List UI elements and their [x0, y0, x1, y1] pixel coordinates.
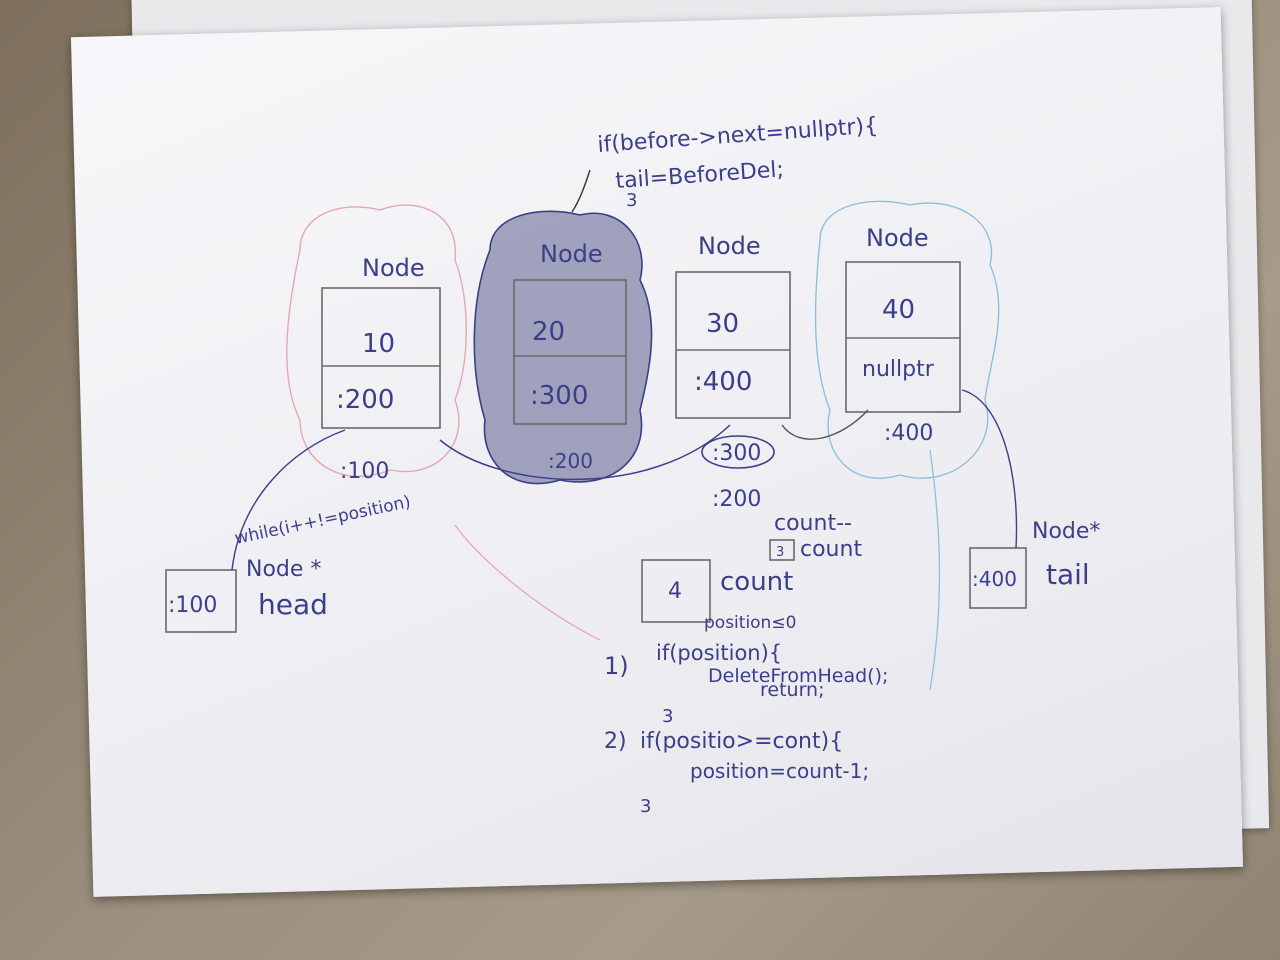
head-pointer-box	[165, 569, 237, 633]
node3-title: Node	[698, 232, 761, 260]
node4-box	[845, 261, 961, 413]
count-box	[641, 559, 711, 623]
node3-address: :300	[712, 441, 761, 466]
step1-close: 3	[662, 706, 673, 727]
node3-to-node4-arrow	[781, 409, 869, 440]
node1-address: :100	[340, 459, 389, 484]
count-small-box	[769, 539, 795, 561]
while-loop-note: while(i++!=position)	[233, 492, 413, 549]
node4-value: 40	[882, 295, 915, 325]
floating-address-200: :200	[712, 487, 761, 512]
top-note-arrow	[571, 169, 591, 213]
step1-return: return;	[760, 679, 825, 701]
blue-arrow	[929, 449, 941, 691]
head-type-label: Node *	[246, 557, 321, 582]
node4-next: nullptr	[862, 357, 935, 382]
node1-value: 10	[362, 329, 395, 359]
node1-next: :200	[336, 385, 394, 415]
step1-condition: position≤0	[704, 613, 796, 633]
node3-value: 30	[706, 309, 739, 339]
node3-next: :400	[694, 367, 752, 397]
count-box-value: 4	[668, 579, 682, 604]
head-box-value: :100	[168, 593, 217, 618]
bypass-arrow	[439, 424, 731, 481]
head-arrow	[231, 429, 346, 571]
node1-cloud	[286, 204, 467, 477]
head-name-label: head	[258, 588, 328, 621]
count-small-label: count	[800, 537, 862, 562]
step1-number: 1)	[604, 652, 629, 680]
node2-value: 20	[532, 317, 565, 347]
pink-arrow	[454, 524, 601, 641]
circled-300	[701, 435, 775, 469]
node3-box	[675, 271, 791, 419]
step2-if: if(positio>=cont){	[640, 729, 843, 754]
tail-type-label: Node*	[1032, 519, 1100, 544]
step1-if: if(position){	[656, 641, 782, 665]
node2-address: :200	[548, 449, 593, 473]
step2-assign: position=count-1;	[690, 759, 869, 783]
node2-next: :300	[530, 381, 588, 411]
count-decrement: count--	[774, 511, 852, 536]
node2-box	[513, 279, 627, 425]
count-label: count	[720, 567, 793, 597]
top-code-close: 3	[626, 190, 637, 211]
node1-title: Node	[362, 254, 425, 282]
node1-box	[321, 287, 441, 429]
node4-title: Node	[866, 224, 929, 252]
step1-call: DeleteFromHead();	[708, 665, 888, 687]
count-small-value: 3	[776, 545, 784, 560]
top-code-line2: tail=BeforeDel;	[615, 157, 785, 194]
tail-name-label: tail	[1046, 558, 1090, 591]
step2-close: 3	[640, 796, 651, 817]
tail-box-value: :400	[972, 567, 1017, 591]
node2-title: Node	[540, 240, 603, 268]
tail-pointer-box	[969, 547, 1027, 609]
node4-address: :400	[884, 421, 933, 446]
top-code-line1: if(before->next=nullptr){	[597, 113, 879, 158]
step2-number: 2)	[604, 729, 627, 754]
tail-arrow	[961, 389, 1018, 549]
